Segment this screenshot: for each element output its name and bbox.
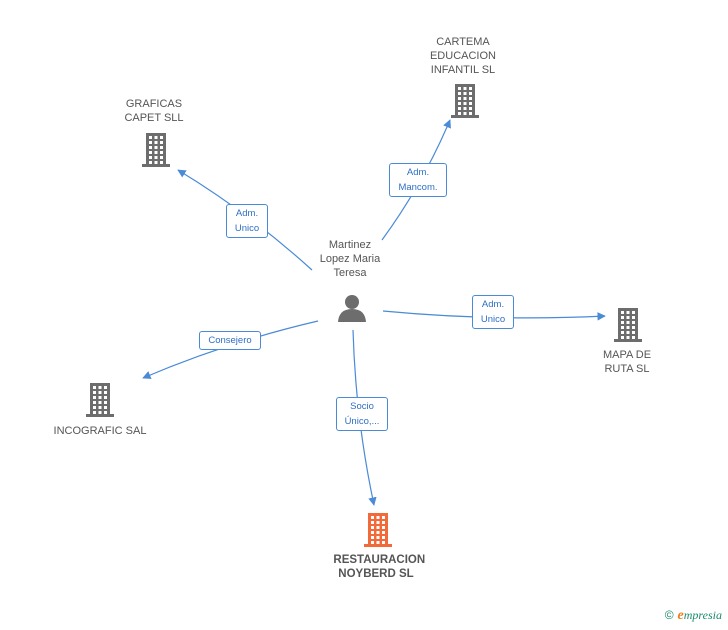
relation-label-line: Adm.: [481, 299, 505, 310]
relation-label-line: Unico: [480, 314, 506, 325]
company-incografic-label: INCOGRAFIC SAL: [51, 424, 149, 438]
person-icon[interactable]: [338, 295, 366, 322]
relation-edge-incografic: [142, 320, 319, 379]
company-restauracion-label: RESTAURACION NOYBERD SL: [333, 553, 426, 581]
relation-label-line: Adm.: [406, 167, 430, 178]
company-mapa-label-line: RUTA SL: [604, 363, 650, 375]
building-icon[interactable]: [614, 308, 642, 342]
person-name-line: Teresa: [333, 267, 367, 279]
relation-label-cartema[interactable]: Adm. Mancom.: [389, 163, 447, 197]
person-name-line: Lopez Maria: [319, 253, 381, 265]
relation-label-line: Consejero: [208, 334, 252, 346]
building-icon[interactable]: [86, 383, 114, 417]
relation-label-line: Único,...: [344, 416, 380, 427]
relation-label-line: Socio: [350, 401, 374, 412]
relation-label-mapa[interactable]: Adm. Unico: [472, 295, 514, 329]
relation-label-line: Unico: [234, 223, 260, 234]
company-restauracion-label-line: NOYBERD SL: [338, 568, 414, 580]
relation-label-line: Adm.: [235, 208, 259, 219]
company-cartema-label-line: EDUCACION: [429, 50, 496, 62]
company-graficas-label: GRAFICAS CAPET SLL: [121, 97, 186, 125]
company-graficas-label-line: CAPET SLL: [124, 112, 184, 124]
relation-label-line: Mancom.: [398, 182, 438, 193]
building-icon[interactable]: [142, 133, 170, 167]
company-graficas-label-line: GRAFICAS: [125, 98, 183, 110]
company-cartema-label-line: CARTEMA: [436, 36, 490, 48]
company-mapa-label: MAPA DE RUTA SL: [598, 348, 657, 376]
building-icon[interactable]: [364, 513, 392, 547]
building-icon[interactable]: [451, 84, 479, 118]
company-restauracion-label-line: RESTAURACION: [333, 554, 426, 566]
brand-name: mpresia: [683, 608, 722, 622]
company-cartema-label-line: INFANTIL SL: [430, 64, 496, 76]
brand-logo: ©empresia: [665, 608, 722, 624]
person-name-line: Martinez: [328, 239, 372, 251]
brand-initial: e: [677, 608, 684, 623]
relation-label-graficas[interactable]: Adm. Unico: [226, 204, 268, 238]
copyright-symbol: ©: [664, 608, 674, 622]
company-cartema-label: CARTEMA EDUCACION INFANTIL SL: [424, 35, 503, 77]
company-mapa-label-line: MAPA DE: [602, 349, 652, 361]
relation-label-incografic[interactable]: Consejero: [199, 330, 261, 350]
company-incografic-label-line: INCOGRAFIC SAL: [53, 425, 147, 437]
